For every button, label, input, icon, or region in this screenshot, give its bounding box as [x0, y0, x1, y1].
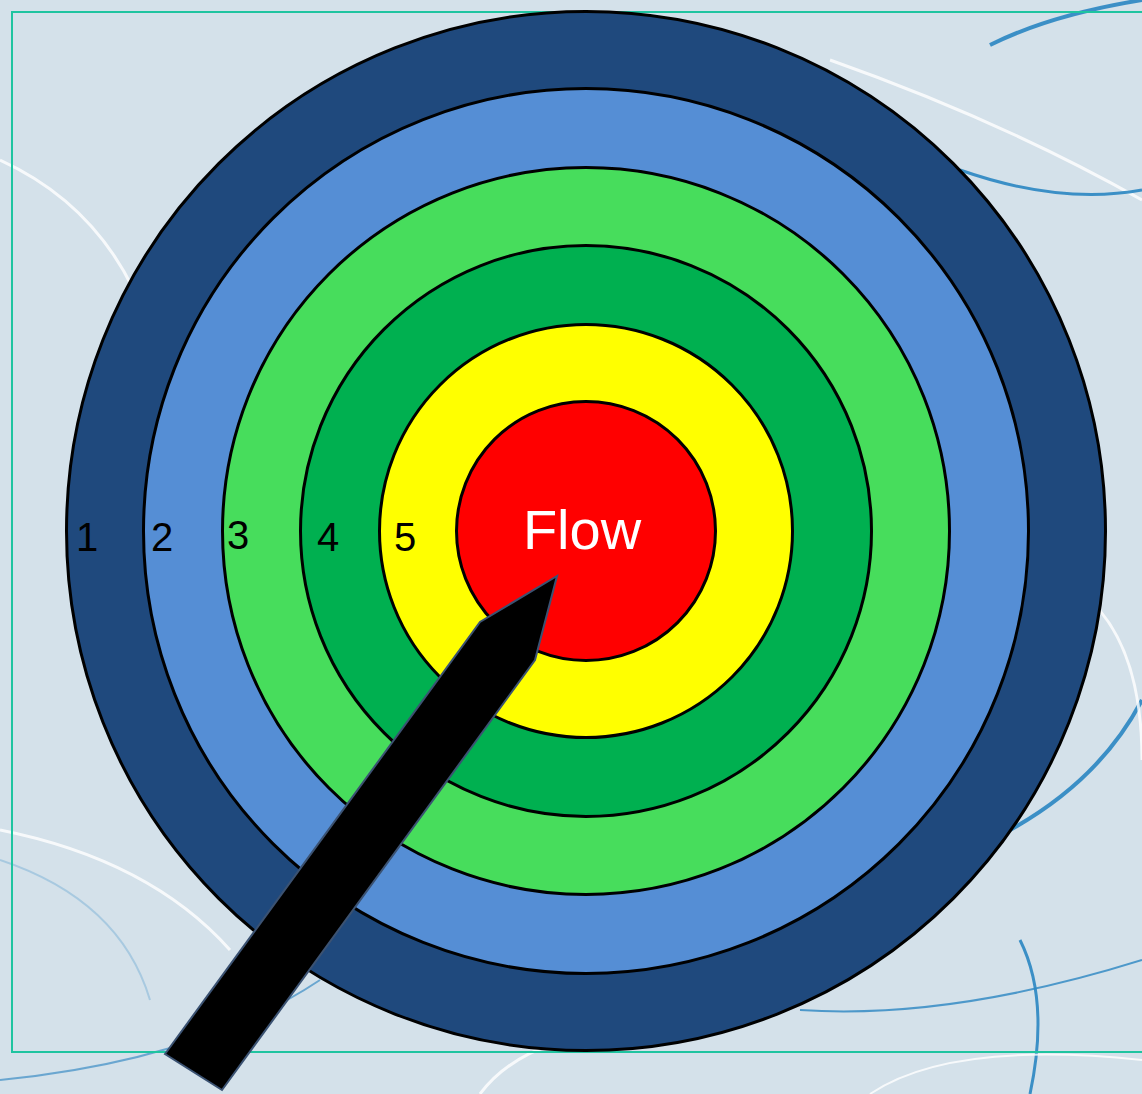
ring-band: 4 5 Flow	[299, 244, 873, 818]
ring-band: 1 2 3 4 5 Flow	[65, 10, 1107, 1052]
ring-circle	[301, 246, 872, 817]
ring-number: 4	[317, 515, 339, 559]
ring-band: 3 4 5 Flow	[221, 166, 951, 896]
ring-circle	[67, 12, 1106, 1051]
ring-circle	[223, 168, 950, 895]
ring-number: 1	[76, 515, 98, 559]
ring-number: 5	[394, 515, 416, 559]
frame	[12, 12, 1142, 1052]
ring-number: 2	[151, 515, 173, 559]
arrow-shape	[165, 576, 557, 1090]
ring-circle	[144, 89, 1029, 974]
ring-number: 3	[227, 513, 249, 557]
center-label: Flow	[523, 499, 641, 561]
ring-band: 2 3 4 5 Flow	[142, 87, 1030, 975]
